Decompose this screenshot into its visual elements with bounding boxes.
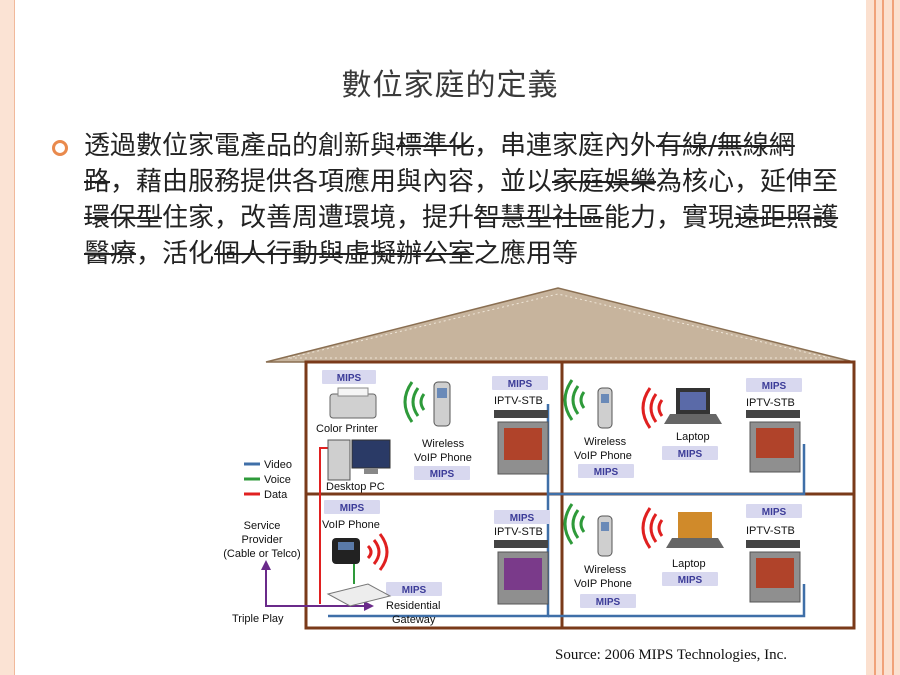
laptop-icon bbox=[664, 388, 722, 424]
wireless-signal-icon bbox=[641, 507, 664, 549]
text-segment: 為核心，延伸至 bbox=[656, 167, 839, 197]
tv-icon bbox=[494, 410, 549, 475]
iptv-stb-label: IPTV-STB bbox=[494, 395, 543, 407]
desktop-pc-icon bbox=[327, 439, 391, 481]
source-caption: Source: 2006 MIPS Technologies, Inc. bbox=[555, 647, 787, 663]
mips-logo: MIPS bbox=[596, 597, 621, 608]
cordless-phone-icon bbox=[597, 387, 613, 429]
tv-icon bbox=[494, 540, 549, 605]
laptop-label: Laptop bbox=[672, 558, 706, 570]
iptv-stb-label: IPTV-STB bbox=[746, 397, 795, 409]
color-printer-label: Color Printer bbox=[316, 423, 378, 435]
roof bbox=[265, 287, 855, 363]
struck-text-segment: 個人行動與虛擬辦公室 bbox=[214, 239, 475, 269]
cordless-phone-icon bbox=[433, 381, 451, 427]
bullet-text: 透過數位家電產品的創新與標準化，串連家庭內外有線/無線網路，藉由服務提供各項應用… bbox=[84, 128, 844, 272]
text-segment: 透過數位家電產品的創新與 bbox=[84, 131, 397, 161]
iptv-stb-label: IPTV-STB bbox=[494, 526, 543, 538]
struck-text-segment: 標準化 bbox=[396, 131, 475, 161]
mips-logo: MIPS bbox=[762, 507, 787, 518]
struck-text-segment: 智慧型社區 bbox=[474, 203, 605, 233]
struck-text-segment: 家庭娛樂 bbox=[552, 167, 657, 197]
struck-text-segment: 環保型 bbox=[84, 203, 163, 233]
slide-title: 數位家庭的定義 bbox=[341, 68, 559, 103]
right-decorative-band bbox=[866, 0, 900, 675]
mips-logo: MIPS bbox=[402, 585, 427, 596]
cordless-phone-icon bbox=[597, 515, 613, 557]
digital-home-diagram: Video Voice Data Service Provider (Cable… bbox=[223, 287, 856, 630]
legend: Video Voice Data bbox=[244, 459, 292, 501]
text-segment: ，藉由服務提供各項應用與內容，並以 bbox=[110, 167, 553, 197]
legend-data: Data bbox=[264, 489, 288, 501]
iptv-stb-label: IPTV-STB bbox=[746, 525, 795, 537]
text-segment: 之應用等 bbox=[474, 239, 579, 269]
mips-logo: MIPS bbox=[430, 469, 455, 480]
desk-phone-icon bbox=[332, 538, 360, 564]
left-border bbox=[0, 0, 15, 675]
mips-logo: MIPS bbox=[678, 575, 703, 586]
service-provider-line1: Service bbox=[244, 520, 281, 532]
service-provider-line2: Provider bbox=[242, 534, 283, 546]
wireless-signal-icon bbox=[403, 381, 426, 423]
laptop-icon bbox=[666, 512, 724, 548]
wireless-voip-label-line1: Wireless bbox=[422, 438, 465, 450]
bullet-circle-icon bbox=[52, 140, 68, 156]
text-segment: 能力，實現 bbox=[604, 203, 735, 233]
desktop-pc-label: Desktop PC bbox=[326, 481, 385, 493]
mips-logo: MIPS bbox=[678, 449, 703, 460]
mips-logo: MIPS bbox=[340, 503, 365, 514]
mips-logo: MIPS bbox=[594, 467, 619, 478]
legend-voice: Voice bbox=[264, 474, 291, 486]
triple-play-label: Triple Play bbox=[232, 613, 284, 625]
mips-logo: MIPS bbox=[337, 373, 362, 384]
printer-icon bbox=[329, 387, 377, 419]
wireless-voip-label-line1: Wireless bbox=[584, 564, 627, 576]
wireless-signal-icon bbox=[641, 387, 664, 429]
arrow-up-icon bbox=[261, 560, 271, 570]
text-segment: 住家，改善周遭環境，提升 bbox=[162, 203, 475, 233]
tv-icon bbox=[746, 540, 801, 603]
gateway-label-line1: Residential bbox=[386, 600, 440, 612]
mips-logo: MIPS bbox=[762, 381, 787, 392]
tv-icon bbox=[746, 410, 801, 473]
wireless-signal-icon bbox=[366, 533, 389, 571]
mips-logo: MIPS bbox=[508, 379, 533, 390]
service-provider-line3: (Cable or Telco) bbox=[223, 548, 300, 560]
mips-logo: MIPS bbox=[510, 513, 535, 524]
wireless-signal-icon bbox=[563, 379, 586, 421]
wireless-voip-label-line2: VoIP Phone bbox=[574, 578, 632, 590]
laptop-label: Laptop bbox=[676, 431, 710, 443]
arrow-right-icon bbox=[364, 601, 374, 611]
voip-phone-label: VoIP Phone bbox=[322, 519, 380, 531]
wireless-voip-label-line2: VoIP Phone bbox=[574, 450, 632, 462]
legend-video: Video bbox=[264, 459, 292, 471]
text-segment: ，串連家庭內外 bbox=[474, 131, 657, 161]
gateway-icon bbox=[326, 583, 392, 607]
wireless-signal-icon bbox=[563, 503, 586, 545]
text-segment: ，活化 bbox=[136, 239, 215, 269]
wireless-voip-label-line2: VoIP Phone bbox=[414, 452, 472, 464]
wireless-voip-label-line1: Wireless bbox=[584, 436, 627, 448]
struck-text-segment: 有線/無線網路 bbox=[84, 131, 795, 197]
gateway-label-line2: Gateway bbox=[392, 614, 436, 626]
struck-text-segment: 遠距照護醫療 bbox=[84, 203, 839, 269]
